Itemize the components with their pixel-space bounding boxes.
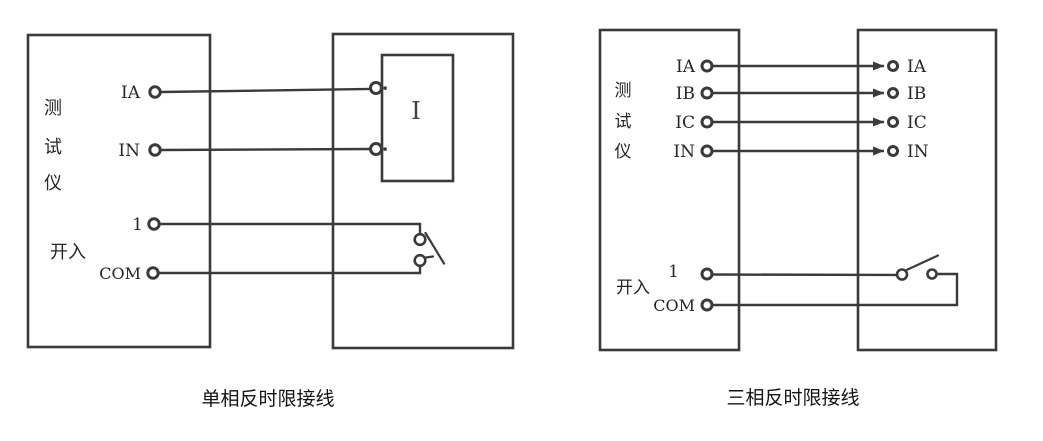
device-box (331, 32, 515, 350)
tester-label-char: 仪 (44, 173, 62, 194)
terminal-label-in: IN (118, 141, 140, 161)
tester-box (598, 28, 741, 352)
wire-1 (158, 222, 422, 236)
current-relay-box (380, 53, 455, 183)
binary-input-label: 开入 (50, 242, 86, 263)
terminal-circle-1 (700, 267, 714, 281)
single-phase-diagram: 测 试 仪 开入 IA IN 1 COM I (26, 32, 515, 350)
switch-tick (424, 255, 435, 259)
relay-terminal-top (369, 81, 383, 95)
terminal-circle-ib (700, 86, 714, 100)
terminal-label-1: 1 (668, 262, 679, 282)
relay-terminal-dot (383, 86, 387, 90)
device-box (856, 28, 998, 352)
terminal-label-ic: IC (675, 113, 695, 133)
terminal-label-1: 1 (132, 215, 143, 235)
switch-pole-right (926, 268, 938, 280)
device-terminal-label-ib: IB (907, 84, 926, 104)
terminal-circle-ia (148, 85, 162, 99)
terminal-circle-com (700, 298, 714, 312)
tester-label-char: 试 (44, 137, 62, 158)
terminal-label-com: COM (653, 296, 695, 315)
relay-terminal-bottom (369, 142, 383, 156)
terminal-circle-com (146, 266, 160, 280)
switch-blade (424, 231, 446, 265)
device-terminal-label-in: IN (907, 142, 929, 162)
tester-label-char: 仪 (615, 142, 632, 162)
tester-label-char: 试 (615, 112, 632, 132)
wire-com (157, 265, 422, 275)
terminal-label-com: COM (99, 264, 141, 283)
switch-pole-left (895, 268, 909, 281)
tester-box (26, 33, 212, 349)
switch-contact (413, 231, 446, 268)
relay-terminal-dot (383, 147, 387, 151)
switch-pole-bottom (413, 253, 427, 268)
switch-contact (895, 254, 940, 281)
terminal-circle-1 (147, 217, 161, 231)
device-terminal-label-ic: IC (907, 113, 927, 133)
switch-blade (905, 254, 940, 272)
three-phase-diagram: 测 试 仪 开入 IA IB IC IN 1 COM (598, 28, 998, 352)
terminal-circle-ic (700, 115, 714, 129)
single-phase-caption: 单相反时限接线 (201, 388, 334, 410)
wire-ia (159, 87, 372, 94)
three-phase-caption: 三相反时限接线 (726, 387, 859, 409)
device-terminal-circle-ia (887, 60, 899, 72)
terminal-circle-in (700, 144, 714, 158)
terminal-label-in: IN (673, 142, 695, 162)
device-terminal-circle-in (887, 145, 899, 157)
device-terminal-label-ia: IA (907, 57, 927, 77)
wire-1 (710, 273, 898, 277)
terminal-label-ia: IA (676, 57, 696, 77)
terminal-circle-ia (700, 59, 714, 73)
wire-com (710, 272, 959, 307)
tester-label-char: 测 (615, 81, 632, 101)
terminal-circle-in (148, 143, 162, 157)
device-terminal-circle-ic (887, 116, 899, 128)
switch-pole-top (413, 232, 427, 247)
wire-in (159, 147, 372, 152)
tester-label-char: 测 (44, 98, 62, 119)
terminal-label-ib: IB (676, 84, 695, 104)
binary-input-label: 开入 (616, 278, 650, 298)
terminal-label-ia: IA (121, 83, 141, 103)
device-terminal-circle-ib (887, 87, 899, 99)
current-relay-label: I (411, 97, 420, 125)
